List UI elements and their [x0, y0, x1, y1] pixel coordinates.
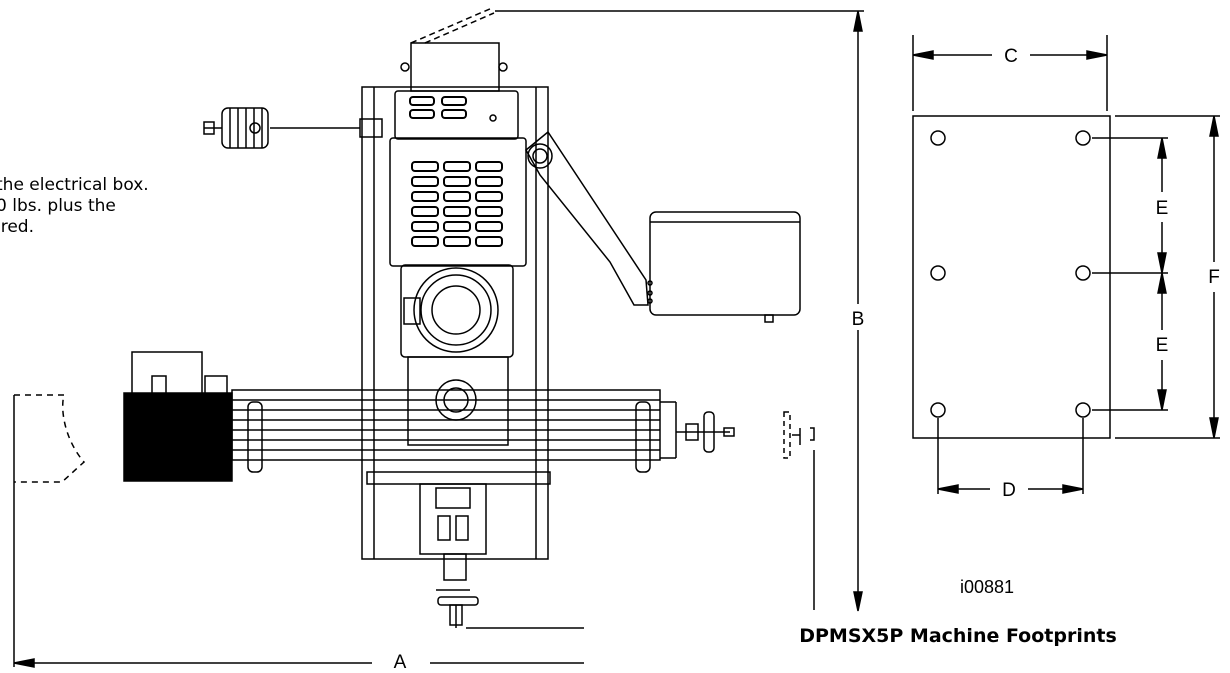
note-line-3: ired. [0, 217, 34, 237]
dim-label-a: A [394, 652, 407, 673]
dimension-a: A [13, 395, 584, 673]
mount-hole [1075, 130, 1091, 146]
mount-hole [930, 265, 946, 281]
dim-label-f: F [1208, 267, 1220, 288]
dim-label-c: C [1004, 46, 1018, 67]
mount-hole [930, 130, 946, 146]
footprint-plate: C D E E [912, 35, 1220, 501]
mount-hole [930, 402, 946, 418]
mount-hole [1075, 402, 1091, 418]
dimension-b: B [495, 10, 865, 612]
dim-label-b: B [852, 309, 865, 330]
caption: DPMSX5P Machine Footprints [799, 625, 1117, 647]
dim-label-e-upper: E [1156, 198, 1169, 219]
dim-label-d: D [1002, 480, 1016, 501]
figure-id: i00881 [960, 577, 1014, 597]
note-line-1: the electrical box. [0, 175, 149, 195]
mount-hole [1075, 265, 1091, 281]
note-line-2: 0 lbs. plus the [0, 196, 116, 216]
dim-label-e-lower: E [1156, 335, 1169, 356]
machine-top-view [14, 7, 815, 628]
